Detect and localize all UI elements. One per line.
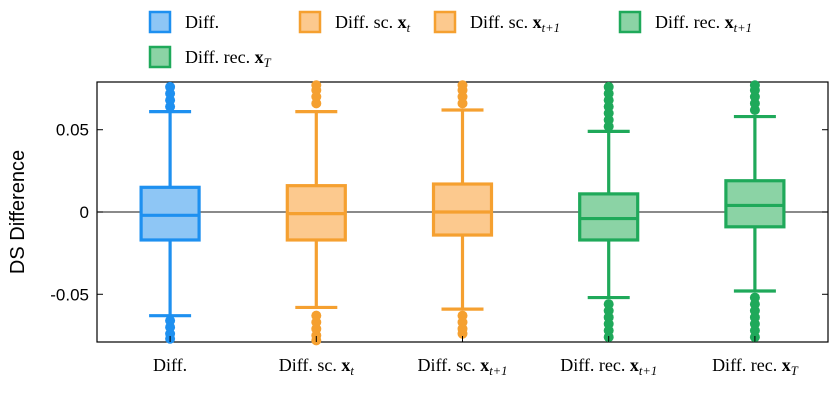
plot-area <box>97 80 828 346</box>
outlier-point <box>457 80 468 91</box>
label-prefix: Diff. rec. <box>655 12 725 32</box>
x-tick-label: Diff. sc. xt <box>279 355 355 378</box>
label-bold-symbol: x <box>480 355 489 375</box>
legend-swatch <box>298 10 322 34</box>
label-bold-symbol: x <box>782 355 791 375</box>
iqr-box <box>724 179 786 229</box>
legend-swatch <box>148 45 172 69</box>
label-subscript: t+1 <box>489 364 507 378</box>
outlier-point <box>311 80 322 91</box>
y-axis-label: DS Difference <box>7 150 29 274</box>
label-prefix: Diff. sc. <box>335 12 398 32</box>
iqr-box <box>431 182 494 237</box>
legend-item-1: Diff. sc. xt <box>298 10 411 35</box>
iqr-box <box>578 192 640 242</box>
outlier-point <box>603 81 614 92</box>
label-bold-symbol: x <box>725 12 734 32</box>
label-bold-symbol: x <box>341 355 350 375</box>
legend-label: Diff. rec. xT <box>185 47 272 70</box>
label-subscript: t <box>407 21 411 35</box>
label-subscript: t+1 <box>639 364 657 378</box>
label-subscript: t+1 <box>542 21 560 35</box>
legend-swatch <box>618 10 642 34</box>
legend-item-4: Diff. rec. xT <box>148 45 272 70</box>
x-tick-label: Diff. sc. xt+1 <box>418 355 508 378</box>
outlier-point <box>749 80 760 91</box>
legend-swatch <box>148 10 172 34</box>
label-subscript: T <box>791 364 799 378</box>
legend-item-3: Diff. rec. xt+1 <box>618 10 752 35</box>
label-subscript: T <box>264 56 272 70</box>
box-series-1 <box>285 80 347 346</box>
label-prefix: Diff. rec. <box>712 355 782 375</box>
legend-swatch <box>433 10 457 34</box>
legend-label: Diff. rec. xt+1 <box>655 12 752 35</box>
box-series-3 <box>578 81 640 343</box>
label-prefix: Diff. <box>185 12 219 32</box>
box-series-0 <box>139 81 201 344</box>
label-subscript: t+1 <box>734 21 752 35</box>
label-prefix: Diff. sc. <box>470 12 533 32</box>
outlier-point <box>457 328 468 339</box>
y-tick-label: -0.05 <box>50 285 89 304</box>
label-prefix: Diff. sc. <box>418 355 481 375</box>
label-bold-symbol: x <box>398 12 407 32</box>
iqr-box <box>139 185 201 242</box>
label-subscript: t <box>350 364 354 378</box>
label-prefix: Diff. rec. <box>185 47 255 67</box>
outlier-point <box>165 81 176 92</box>
legend-label: Diff. <box>185 12 219 32</box>
x-tick-label: Diff. <box>153 355 187 375</box>
y-tick-label: 0.05 <box>56 121 89 140</box>
label-bold-symbol: x <box>630 355 639 375</box>
legend-item-2: Diff. sc. xt+1 <box>433 10 560 35</box>
legend-label: Diff. sc. xt+1 <box>470 12 560 35</box>
x-tick-label: Diff. rec. xt+1 <box>560 355 657 378</box>
legend-label: Diff. sc. xt <box>335 12 411 35</box>
label-bold-symbol: x <box>533 12 542 32</box>
box-series-4 <box>724 80 786 343</box>
legend-item-0: Diff. <box>148 10 219 34</box>
y-tick-label: 0 <box>80 203 89 222</box>
label-prefix: Diff. rec. <box>560 355 630 375</box>
label-prefix: Diff. sc. <box>279 355 342 375</box>
label-bold-symbol: x <box>255 47 264 67</box>
box-series-2 <box>431 80 494 339</box>
x-tick-label: Diff. rec. xT <box>712 355 799 378</box>
label-prefix: Diff. <box>153 355 187 375</box>
y-axis: -0.05 0 0.05 <box>50 121 828 304</box>
